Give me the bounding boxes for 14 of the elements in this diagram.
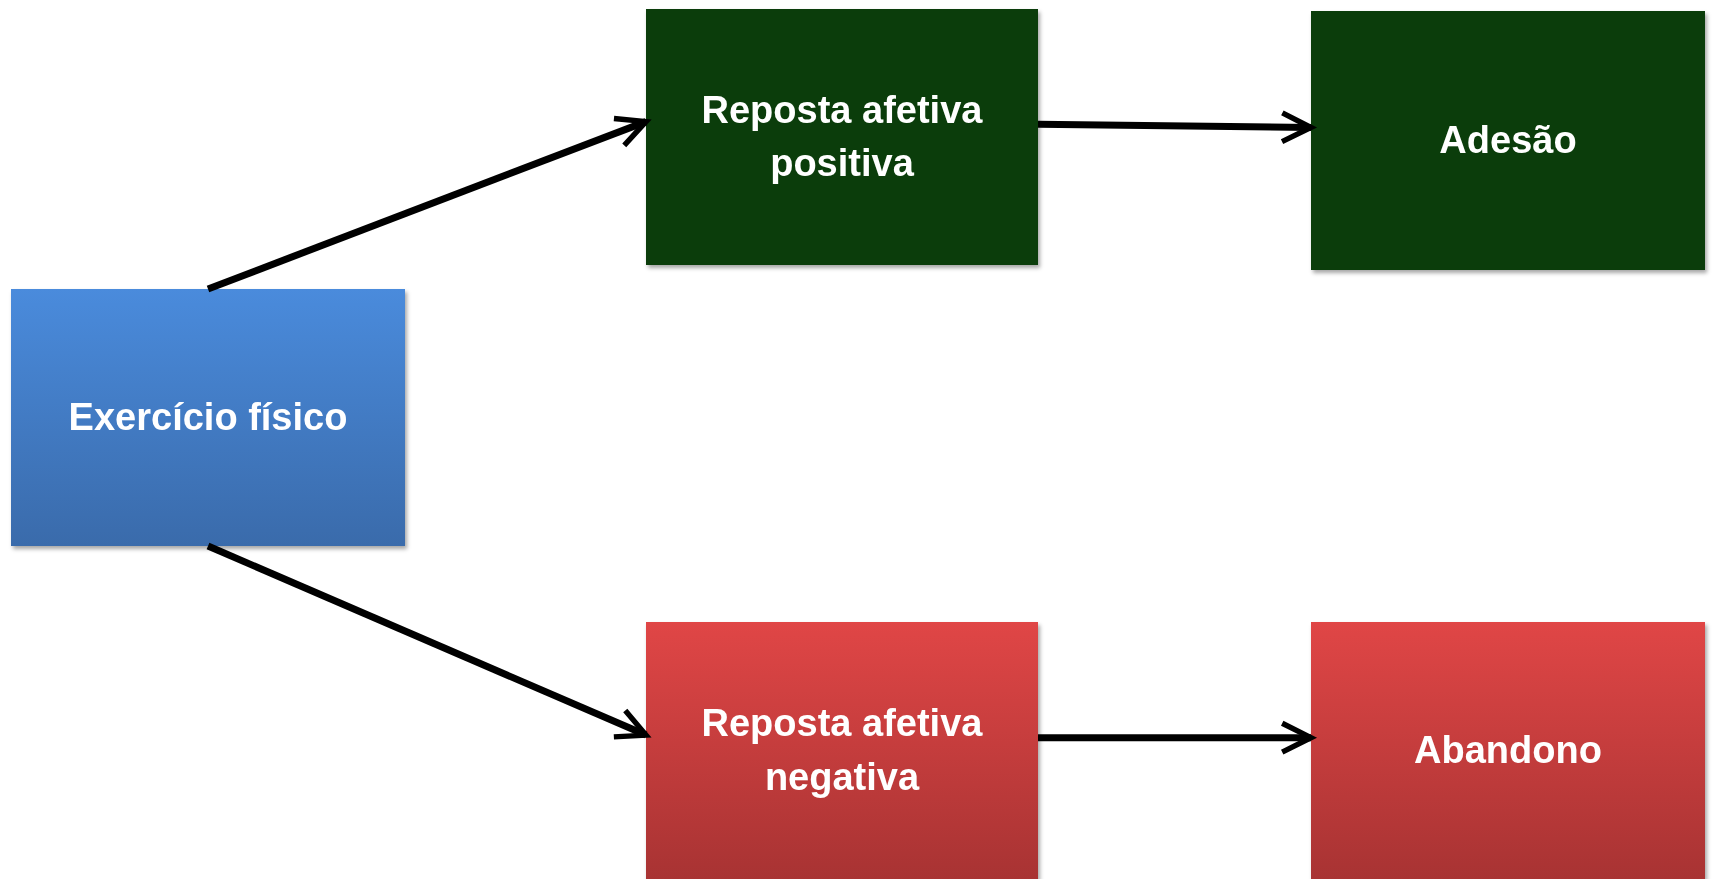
- process-box: [11, 289, 405, 546]
- outcome-box: [1311, 622, 1705, 879]
- box-label: Reposta afetiva positiva: [700, 87, 984, 186]
- arrow: [206, 115, 649, 293]
- arrow: [206, 542, 649, 740]
- box-label: Reposta afetiva negativa: [700, 701, 984, 800]
- box-label: Exercício físico: [68, 394, 348, 440]
- outcome-box: [646, 9, 1038, 265]
- outcome-box: [1311, 11, 1705, 270]
- arrow: [1037, 110, 1314, 145]
- box-label: Adesão: [1439, 117, 1577, 163]
- arrow: [1038, 720, 1314, 755]
- outcome-box: [646, 622, 1038, 879]
- box-label: Abandono: [1414, 727, 1602, 773]
